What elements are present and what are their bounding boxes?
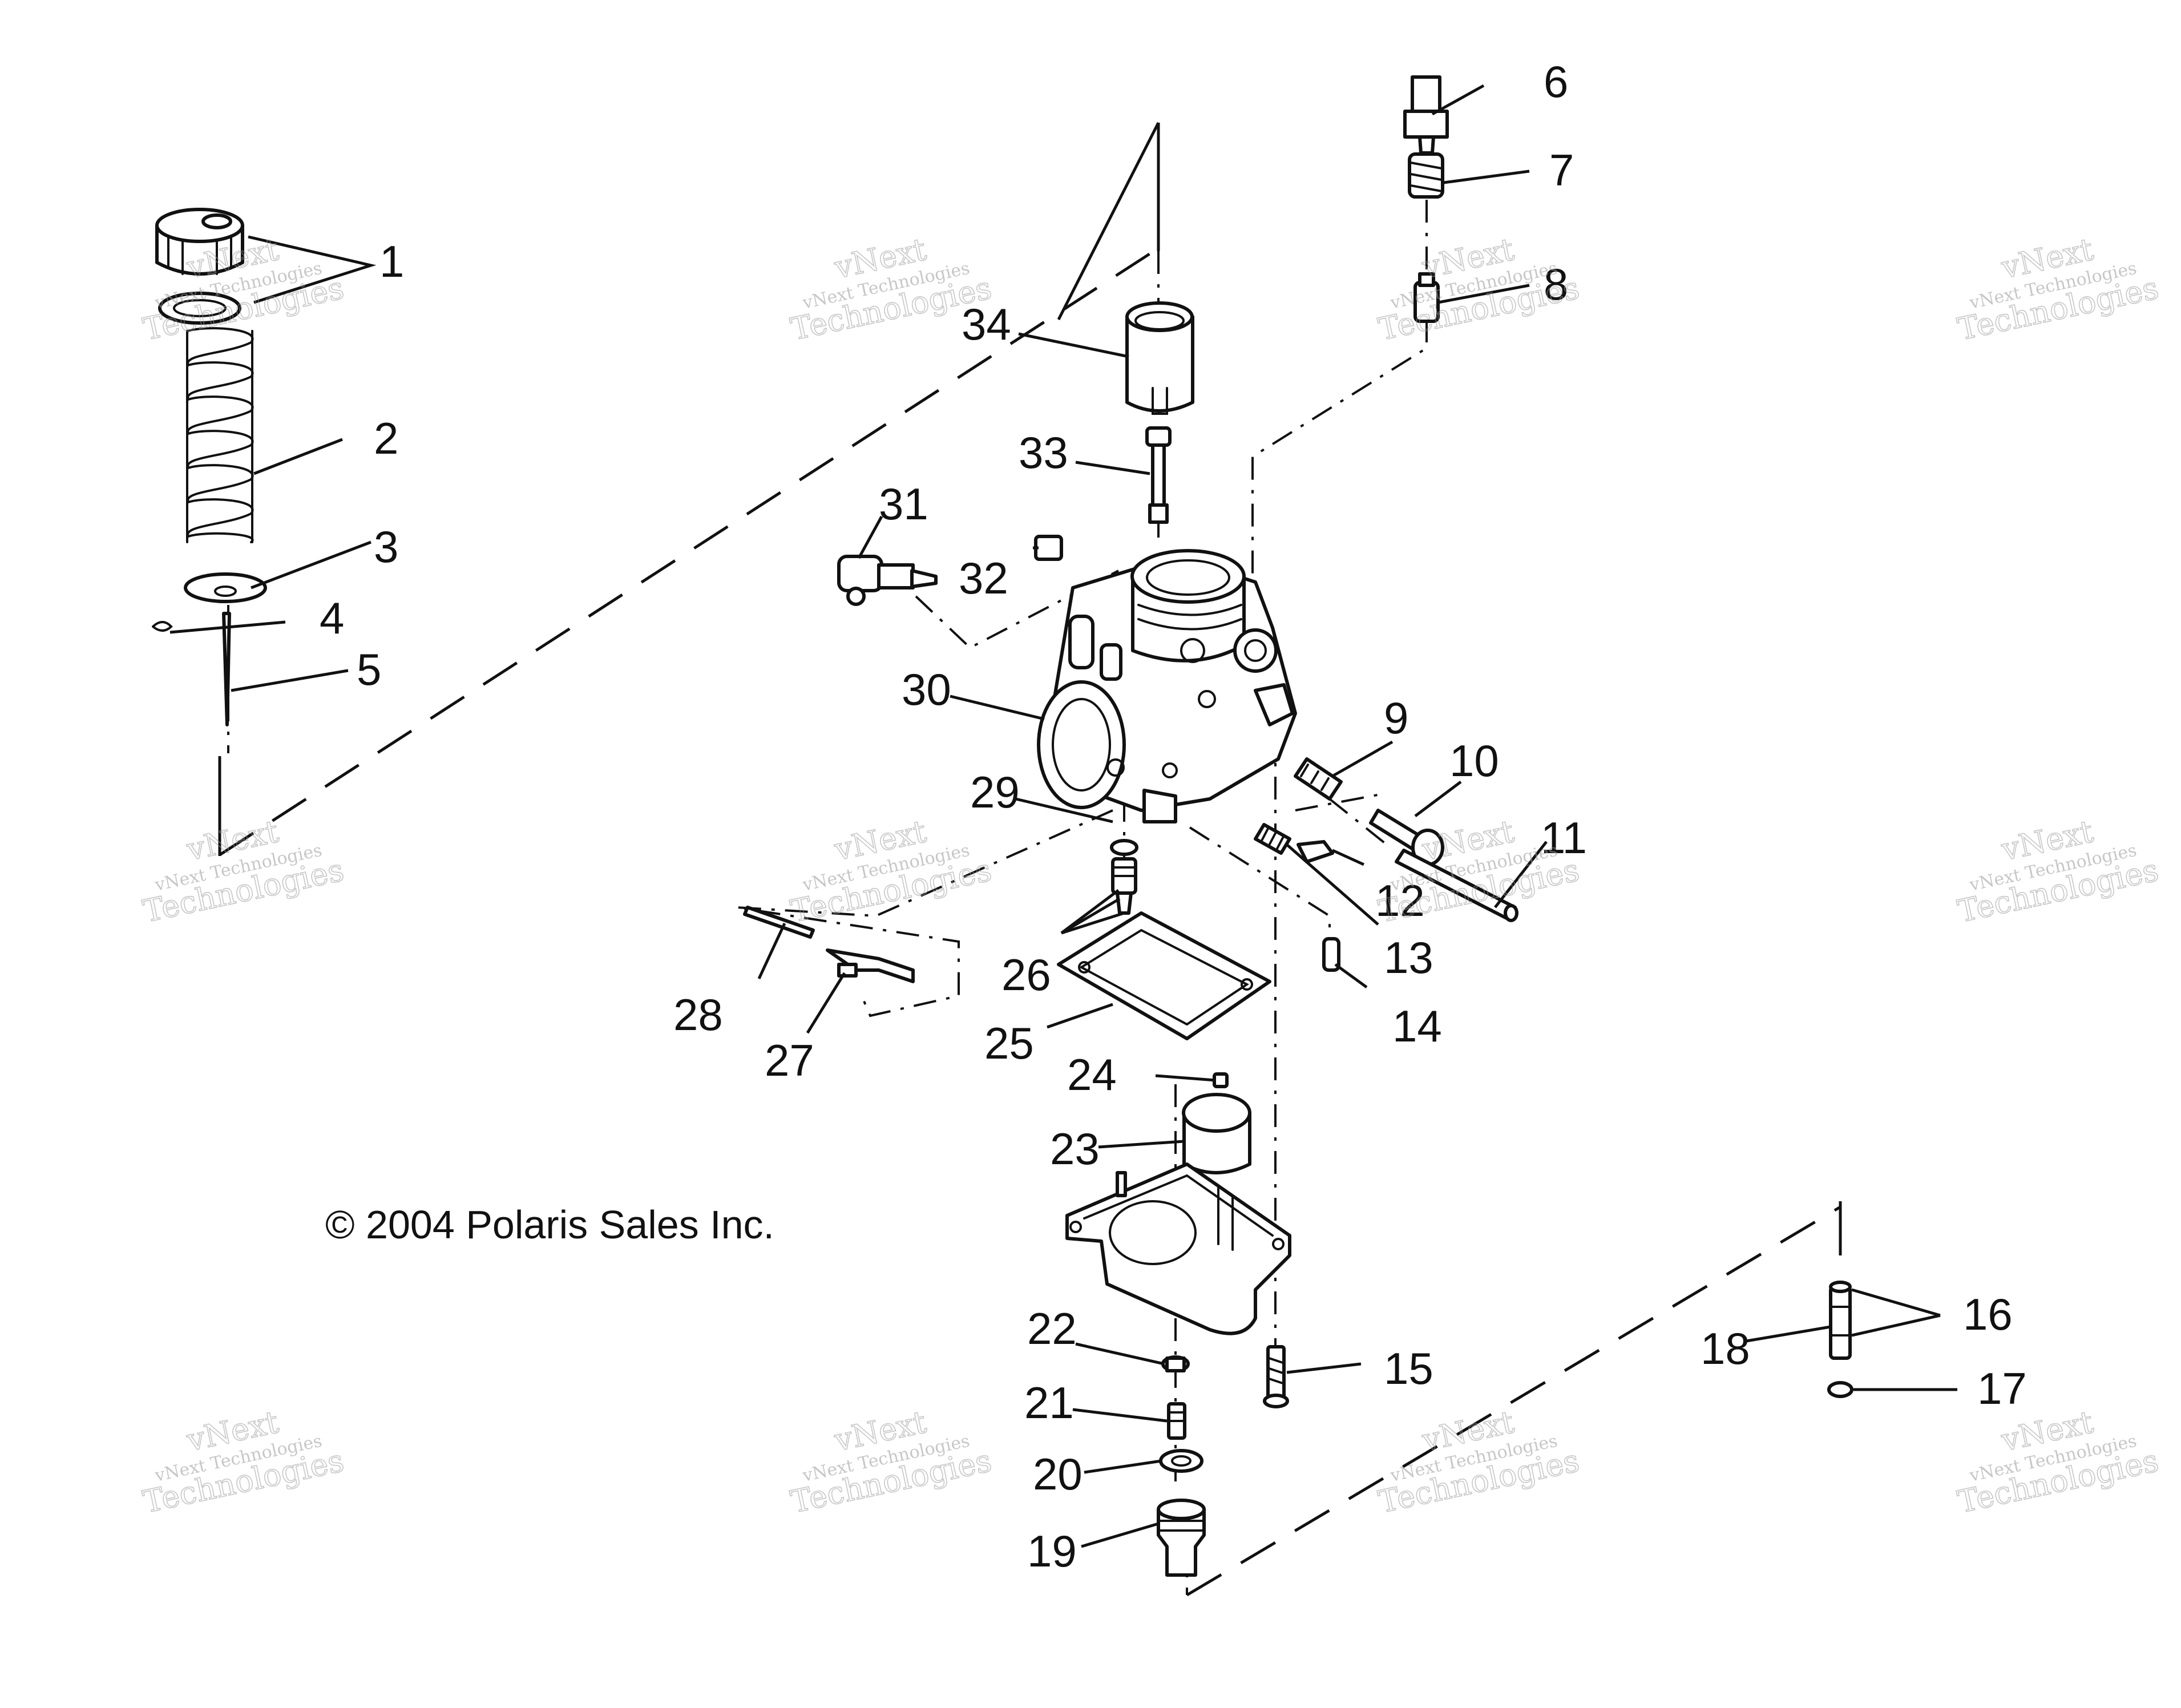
watermark: vNext vNext Technologies Technologies bbox=[787, 1403, 995, 1520]
copyright-notice: © 2004 Polaris Sales Inc. bbox=[325, 1202, 774, 1247]
callout-7: 7 bbox=[1549, 145, 1574, 195]
callout-23: 23 bbox=[1050, 1124, 1100, 1174]
callout-10: 10 bbox=[1449, 736, 1499, 786]
callout-12: 12 bbox=[1375, 875, 1425, 926]
drain-plug-part-19 bbox=[1157, 1499, 1206, 1577]
float-bowl-gasket-part-25 bbox=[1057, 911, 1271, 1040]
carburetor-body-part-30 bbox=[1037, 549, 1297, 823]
washer-part-20 bbox=[1159, 1449, 1203, 1473]
float-pin-part-28 bbox=[743, 906, 815, 939]
callout-27: 27 bbox=[765, 1035, 814, 1085]
choke-plunger-part-31 bbox=[837, 555, 938, 606]
callout-22: 22 bbox=[1027, 1303, 1077, 1354]
pin-part-24 bbox=[1213, 1072, 1229, 1088]
throttle-stop-spring-part-9 bbox=[1294, 757, 1343, 801]
air-screw-spring-part-13 bbox=[1254, 823, 1291, 855]
callout-9: 9 bbox=[1384, 693, 1408, 743]
watermark: vNext vNext Technologies Technologies bbox=[1375, 231, 1582, 348]
float-bowl bbox=[1065, 1162, 1291, 1335]
air-screw-part-12 bbox=[1297, 840, 1334, 863]
callout-3: 3 bbox=[374, 522, 398, 572]
callout-16: 16 bbox=[1963, 1289, 2013, 1339]
carb-cap-part-1 bbox=[155, 208, 244, 325]
tube-part-11 bbox=[1395, 849, 1518, 922]
callout-20: 20 bbox=[1033, 1449, 1083, 1499]
leader-lines bbox=[169, 84, 1957, 1548]
main-jet-part-21 bbox=[1167, 1402, 1186, 1440]
callout-19: 19 bbox=[1027, 1526, 1077, 1576]
slide-spring-part-2 bbox=[186, 327, 254, 543]
plug-part-32 bbox=[1034, 535, 1063, 561]
spring-seat-part-3 bbox=[184, 572, 267, 603]
callout-29: 29 bbox=[970, 767, 1020, 817]
callout-11: 11 bbox=[1541, 813, 1587, 863]
callout-14: 14 bbox=[1392, 1001, 1442, 1051]
callout-4: 4 bbox=[320, 593, 344, 643]
callout-21: 21 bbox=[1024, 1378, 1074, 1428]
washer-part-29 bbox=[1110, 839, 1138, 856]
watermark: vNext vNext Technologies Technologies bbox=[1954, 1403, 2162, 1520]
callout-25: 25 bbox=[984, 1018, 1034, 1068]
needle-valve-part-26 bbox=[1111, 857, 1137, 915]
callout-26: 26 bbox=[1001, 950, 1051, 1000]
pilot-spring-part-7 bbox=[1408, 152, 1444, 199]
washer-part-22 bbox=[1161, 1355, 1190, 1372]
assembly-lines bbox=[218, 122, 1842, 1597]
watermark: vNext vNext Technologies Technologies bbox=[1954, 231, 2162, 348]
watermark: vNext vNext Technologies Technologies bbox=[1954, 813, 2162, 930]
callout-1: 1 bbox=[379, 236, 404, 286]
watermark: vNext vNext Technologies Technologies bbox=[1375, 1403, 1582, 1520]
callout-28: 28 bbox=[673, 990, 723, 1040]
callout-31: 31 bbox=[879, 479, 928, 529]
float-arm-part-27 bbox=[826, 948, 915, 983]
callout-6: 6 bbox=[1544, 56, 1568, 107]
callout-labels: 1 2 3 4 5 6 7 8 9 10 11 12 13 14 15 16 1… bbox=[320, 56, 2027, 1576]
callout-34: 34 bbox=[962, 299, 1011, 349]
callout-32: 32 bbox=[959, 553, 1008, 603]
callout-17: 17 bbox=[1977, 1363, 2027, 1414]
plug-part-14 bbox=[1322, 937, 1340, 972]
callout-24: 24 bbox=[1067, 1049, 1117, 1100]
callout-2: 2 bbox=[374, 413, 398, 463]
watermarks: vNext vNext Technologies Technologies vN… bbox=[139, 231, 2162, 1520]
callout-13: 13 bbox=[1384, 932, 1433, 983]
watermark: vNext vNext Technologies Technologies bbox=[139, 813, 347, 930]
throttle-slide-part-34 bbox=[1125, 301, 1194, 415]
callout-18: 18 bbox=[1701, 1323, 1750, 1374]
pin-part-16 bbox=[1829, 1281, 1852, 1360]
jet-needle-part-5 bbox=[152, 612, 231, 726]
pilot-screw-part-6 bbox=[1403, 75, 1449, 155]
callout-15: 15 bbox=[1384, 1343, 1433, 1394]
bowl-screw-part-15 bbox=[1263, 1345, 1289, 1408]
float-part-23 bbox=[1182, 1093, 1251, 1174]
needle-jet-part-33 bbox=[1145, 426, 1172, 524]
callout-33: 33 bbox=[1019, 427, 1068, 478]
watermark: vNext vNext Technologies Technologies bbox=[139, 1403, 347, 1520]
clip-part-17 bbox=[1827, 1381, 1853, 1398]
callout-30: 30 bbox=[902, 664, 951, 714]
callout-5: 5 bbox=[357, 644, 381, 694]
callout-8: 8 bbox=[1544, 259, 1568, 309]
